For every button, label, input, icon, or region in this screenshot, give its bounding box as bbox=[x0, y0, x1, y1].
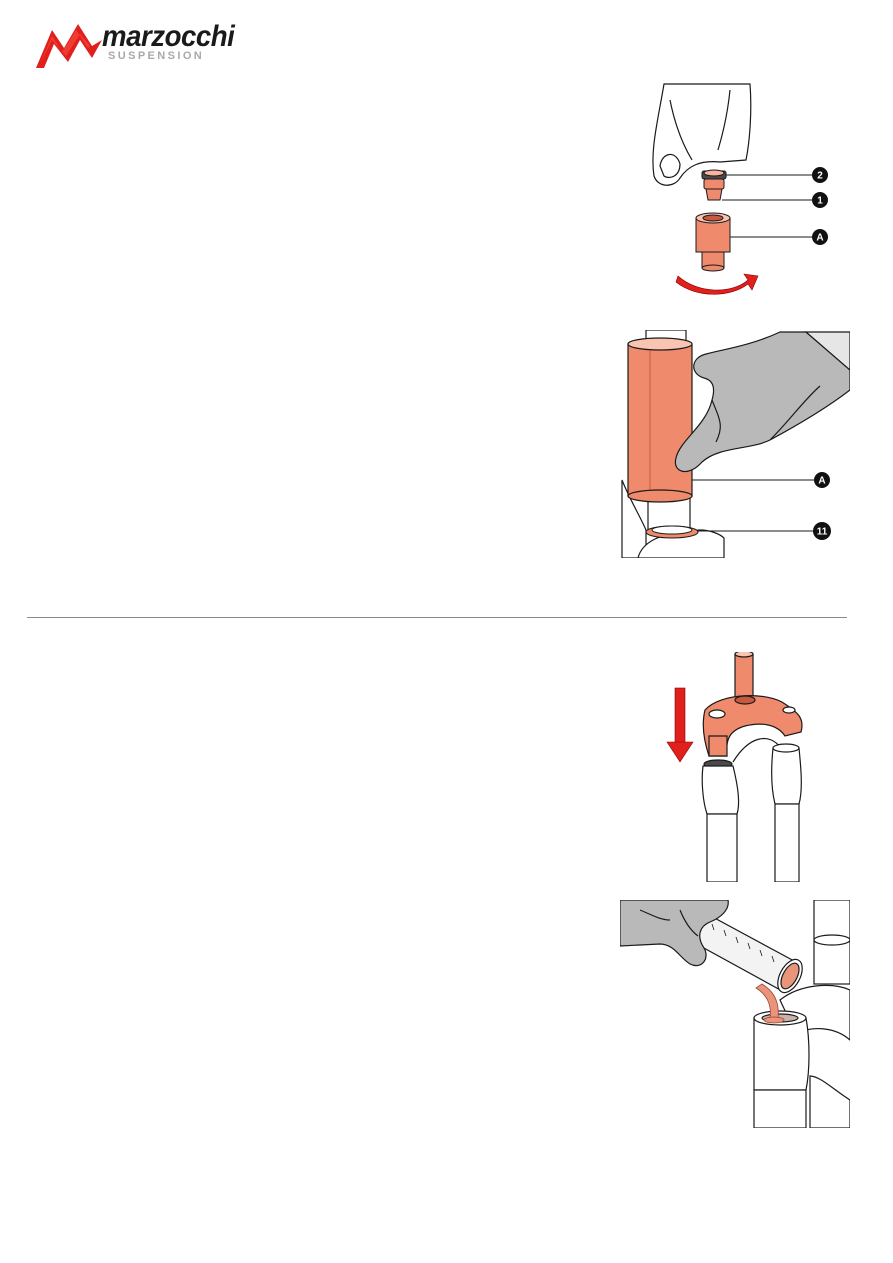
svg-text:A: A bbox=[818, 476, 825, 487]
fork-crown bbox=[702, 695, 803, 757]
callout-2: 2 bbox=[812, 167, 828, 183]
callout-11: 11 bbox=[813, 522, 831, 540]
gloved-hand bbox=[674, 331, 850, 473]
fork-legs bbox=[701, 738, 802, 882]
svg-text:1: 1 bbox=[817, 196, 823, 207]
measuring-cylinder bbox=[681, 907, 803, 994]
svg-text:2: 2 bbox=[817, 171, 823, 182]
figure-crown-install bbox=[666, 652, 803, 882]
callout-a: A bbox=[812, 229, 828, 245]
leader-lines bbox=[722, 174, 812, 238]
section-divider bbox=[27, 617, 847, 618]
svg-text:A: A bbox=[816, 233, 823, 244]
fork-crown-outline bbox=[652, 83, 752, 186]
part-2-cap bbox=[701, 169, 727, 190]
oil-stream bbox=[755, 983, 785, 1024]
figure-oil-pour bbox=[620, 900, 850, 1128]
brand-tagline: SUSPENSION bbox=[108, 50, 205, 62]
part-a-socket bbox=[695, 212, 731, 272]
down-arrow-icon bbox=[666, 687, 694, 763]
part-1-nut bbox=[705, 188, 723, 201]
part-a-sleeve-tool bbox=[627, 337, 693, 503]
steerer-tube bbox=[734, 652, 754, 701]
marzocchi-m-icon bbox=[36, 24, 102, 68]
figure-socket-tool: 2 1 A bbox=[652, 83, 828, 295]
gloved-hand bbox=[620, 900, 729, 967]
svg-text:11: 11 bbox=[817, 527, 828, 538]
part-11-seal bbox=[645, 525, 699, 539]
marzocchi-logo: marzocchi SUSPENSION bbox=[30, 18, 235, 70]
callout-a: A bbox=[814, 472, 830, 488]
fork-legs bbox=[753, 900, 850, 1128]
rotation-arrow-icon bbox=[675, 273, 759, 295]
figure-seal-driver: A 11 bbox=[621, 330, 850, 558]
leader-lines bbox=[692, 479, 814, 532]
brand-name: marzocchi bbox=[102, 20, 235, 53]
callout-1: 1 bbox=[812, 192, 828, 208]
